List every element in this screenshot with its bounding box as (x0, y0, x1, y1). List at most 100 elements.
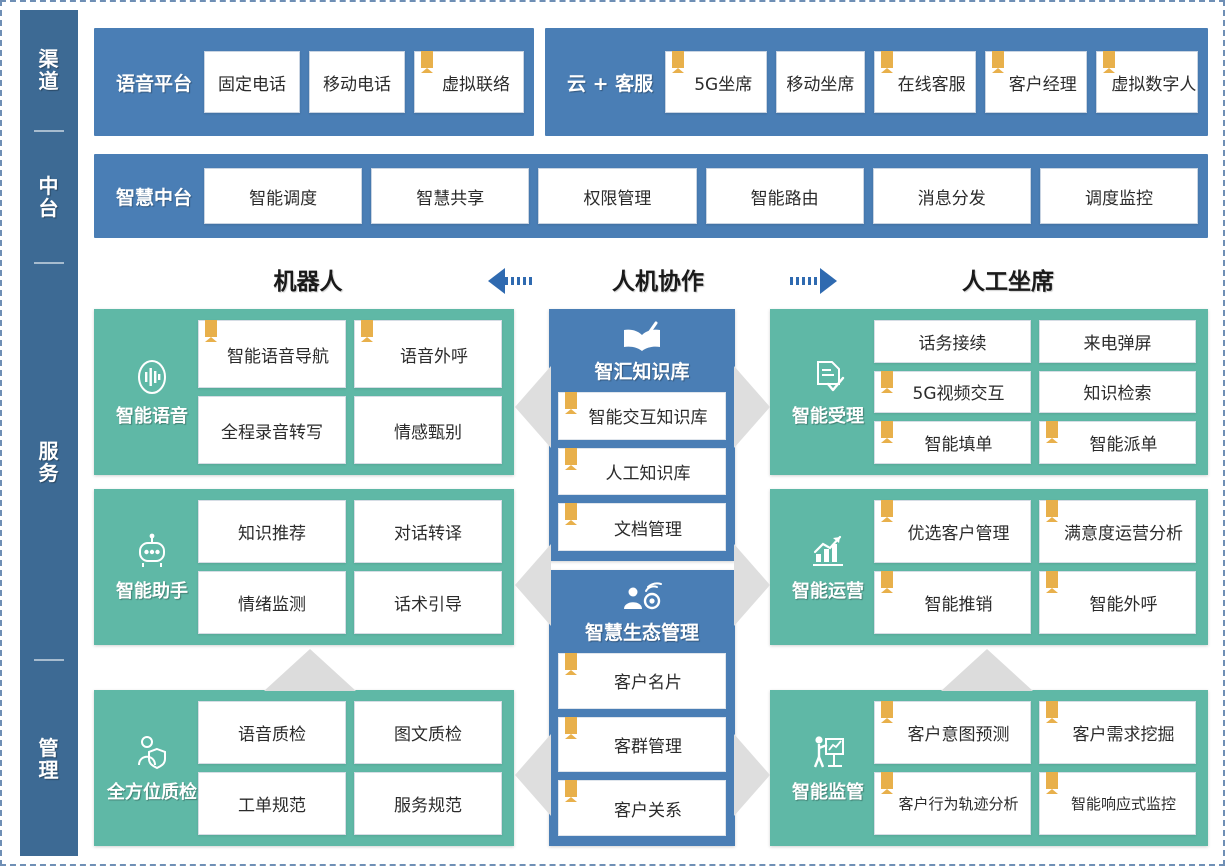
chip-permission-management[interactable]: 权限管理 (538, 168, 697, 224)
rail-char: 理 (38, 757, 60, 782)
chip-intelligent-routing[interactable]: 智能路由 (705, 168, 864, 224)
rail-divider (34, 659, 64, 661)
cell-emotion-monitoring[interactable]: 情绪监测 (198, 571, 346, 634)
cell-smart-form-filling[interactable]: 智能填单 (874, 421, 1031, 464)
chip-fixed-phone[interactable]: 固定电话 (204, 51, 301, 113)
cell-customer-intent-prediction[interactable]: 客户意图预测 (874, 701, 1031, 764)
chip-5g-seat[interactable]: 5G坐席 (665, 51, 768, 113)
cell-label: 优选客户管理 (907, 524, 1010, 544)
cell-knowledge-recommendation[interactable]: 知识推荐 (198, 500, 346, 563)
chevron-right-icon-acceptance (732, 364, 772, 450)
bookmark-icon (881, 421, 893, 444)
chevron-left-icon-voice (513, 364, 553, 450)
bookmark-icon (1046, 500, 1058, 522)
bookmark-icon (672, 51, 685, 73)
chip-message-distribution[interactable]: 消息分发 (872, 168, 1031, 224)
cell-script-guidance[interactable]: 话术引导 (354, 571, 502, 634)
group-items: 知识推荐 对话转译 情绪监测 话术引导 (198, 500, 502, 634)
cell-satisfaction-operation-analysis[interactable]: 满意度运营分析 (1039, 500, 1196, 563)
group-items: 话务接续 来电弹屏 5G视频交互 知识检索 智能填单 智能派单 (874, 320, 1196, 464)
chevron-left-icon-quality (513, 732, 553, 818)
chip-mobile-phone[interactable]: 移动电话 (309, 51, 406, 113)
row-customer-group-management[interactable]: 客群管理 (558, 716, 726, 773)
layer-rail: 渠 道 中 台 服 务 管 理 (20, 10, 78, 856)
chevron-right-icon-operations (732, 542, 772, 628)
chip-online-service[interactable]: 在线客服 (873, 51, 976, 113)
chip-dispatch-monitoring[interactable]: 调度监控 (1039, 168, 1199, 224)
bookmark-icon (1046, 571, 1058, 593)
rail-char: 道 (38, 69, 60, 93)
chip-account-manager[interactable]: 客户经理 (984, 51, 1087, 113)
row-document-management[interactable]: 文档管理 (558, 503, 726, 552)
open-book-icon (624, 321, 660, 351)
cell-smart-outbound-call[interactable]: 智能外呼 (1039, 571, 1196, 634)
chip-virtual-digital-human[interactable]: 虚拟数字人 (1095, 51, 1199, 113)
group-intelligent-assistant: 智能助手 知识推荐 对话转译 情绪监测 话术引导 (94, 489, 514, 645)
bookmark-icon (565, 716, 577, 739)
cell-incoming-call-popup[interactable]: 来电弹屏 (1039, 320, 1196, 363)
band-items: 固定电话 移动电话 虚拟联络 (204, 51, 525, 113)
cell-service-standard[interactable]: 服务规范 (354, 772, 502, 835)
label-human-machine-collab: 人机协作 (612, 269, 704, 295)
chip-label: 智能路由 (750, 188, 819, 209)
cell-premium-customer-management[interactable]: 优选客户管理 (874, 500, 1031, 563)
cell-smart-voice-navigation[interactable]: 智能语音导航 (198, 320, 346, 388)
rail-item-management[interactable]: 管 理 (20, 661, 78, 856)
user-network-icon (624, 582, 662, 610)
group-header: 智能运营 (782, 532, 874, 603)
chip-label: 客户经理 (1008, 74, 1077, 95)
chip-virtual-contact[interactable]: 虚拟联络 (414, 51, 525, 113)
cell-dialogue-translation[interactable]: 对话转译 (354, 500, 502, 563)
cell-label: 情感甄别 (394, 422, 462, 443)
bookmark-icon (1046, 772, 1058, 794)
chip-smart-sharing[interactable]: 智慧共享 (371, 168, 530, 224)
rail-item-channel[interactable]: 渠 道 (20, 10, 78, 130)
cell-label: 服务规范 (394, 796, 462, 816)
bookmark-icon (421, 51, 434, 73)
cell-call-handling[interactable]: 话务接续 (874, 320, 1031, 363)
cell-emotion-recognition[interactable]: 情感甄别 (354, 396, 502, 464)
channel-cloud-service-band: 云 + 客服 5G坐席 移动坐席 在线客服 客户经理 虚拟数字人 (545, 28, 1208, 136)
cell-knowledge-search[interactable]: 知识检索 (1039, 370, 1196, 414)
group-intelligent-operations: 智能运营 优选客户管理 满意度运营分析 智能推销 智能外呼 (770, 489, 1208, 645)
cell-text-image-quality-inspection[interactable]: 图文质检 (354, 701, 502, 764)
chip-intelligent-dispatch[interactable]: 智能调度 (204, 168, 363, 224)
center-card-items: 客户名片 客群管理 客户关系 (558, 653, 726, 837)
label-human-agent: 人工坐席 (962, 269, 1054, 295)
group-ecosystem-management: 智慧生态管理 客户名片 客群管理 客户关系 (549, 570, 735, 846)
bookmark-icon (881, 772, 893, 794)
row-manual-knowledge-base[interactable]: 人工知识库 (558, 447, 726, 496)
cell-smart-marketing[interactable]: 智能推销 (874, 571, 1031, 634)
bookmark-icon (881, 500, 893, 522)
bookmark-icon (565, 653, 577, 675)
cell-label: 智能填单 (924, 435, 993, 456)
group-header: 智能语音 (106, 357, 198, 428)
row-interactive-knowledge-base[interactable]: 智能交互知识库 (558, 392, 726, 440)
cell-work-order-standard[interactable]: 工单规范 (198, 772, 346, 835)
group-knowledge-base: 智汇知识库 智能交互知识库 人工知识库 文档管理 (549, 309, 735, 561)
group-items: 语音质检 图文质检 工单规范 服务规范 (198, 701, 502, 835)
cell-voice-quality-inspection[interactable]: 语音质检 (198, 701, 346, 764)
cell-label: 情绪监测 (238, 595, 306, 615)
chip-mobile-seat[interactable]: 移动坐席 (776, 51, 865, 113)
rail-item-service[interactable]: 服 务 (20, 264, 78, 659)
arrow-up-icon-left-mid (260, 647, 360, 693)
rail-divider (34, 130, 64, 132)
row-customer-relationship[interactable]: 客户关系 (558, 780, 726, 837)
row-customer-profile-card[interactable]: 客户名片 (558, 653, 726, 709)
cell-customer-behavior-trajectory-analysis[interactable]: 客户行为轨迹分析 (874, 772, 1031, 835)
cell-customer-demand-mining[interactable]: 客户需求挖掘 (1039, 701, 1196, 764)
rail-item-midplatform[interactable]: 中 台 (20, 132, 78, 262)
cell-label: 图文质检 (394, 725, 462, 745)
cell-smart-responsive-monitoring[interactable]: 智能响应式监控 (1039, 772, 1196, 835)
bookmark-icon (1046, 421, 1058, 444)
bookmark-icon (565, 447, 577, 470)
cell-voice-outbound-call[interactable]: 语音外呼 (354, 320, 502, 388)
cell-smart-order-dispatch[interactable]: 智能派单 (1039, 421, 1196, 464)
cell-label: 智能响应式监控 (1070, 795, 1176, 813)
arrow-right-icon (790, 268, 837, 294)
cell-5g-video-interaction[interactable]: 5G视频交互 (874, 370, 1031, 414)
cell-label: 知识检索 (1083, 384, 1152, 405)
cell-full-recording-transcription[interactable]: 全程录音转写 (198, 396, 346, 464)
group-name: 智能受理 (792, 405, 864, 427)
